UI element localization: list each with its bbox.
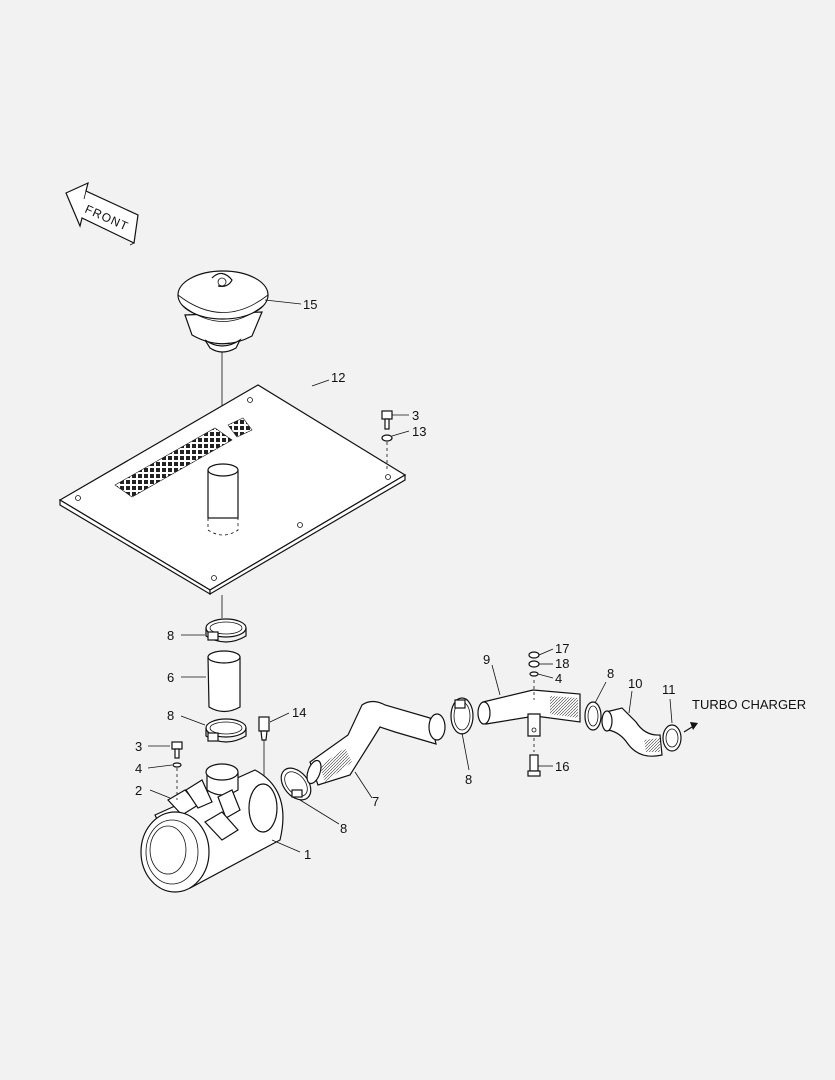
callout-16: 16 (555, 759, 569, 774)
callout-2: 2 (135, 783, 142, 798)
callout-15: 15 (303, 297, 317, 312)
callout-17: 17 (555, 641, 569, 656)
callout-8: 8 (607, 666, 614, 681)
callout-12: 12 (331, 370, 345, 385)
tube-9 (477, 689, 581, 737)
hose-clamp (450, 697, 474, 735)
leader-lines (147, 299, 673, 853)
hose-clamp (205, 718, 247, 743)
callout-8: 8 (465, 772, 472, 787)
hose-clamp (584, 701, 602, 731)
washer (172, 762, 182, 768)
hose-10 (601, 707, 663, 757)
bolt (381, 410, 393, 430)
precleaner-cap (177, 270, 269, 353)
turbo-arrow (683, 722, 698, 733)
washer (528, 660, 540, 668)
inlet-tube (207, 463, 239, 536)
callout-3: 3 (135, 739, 142, 754)
nut (528, 651, 540, 659)
bolt (527, 738, 541, 777)
washer (381, 434, 393, 442)
callout-10: 10 (628, 676, 642, 691)
arrow-icon (690, 722, 698, 730)
callout-labels: 15 12 3 13 8 6 8 14 3 4 2 1 8 7 8 9 17 1… (135, 297, 806, 862)
callout-9: 9 (483, 652, 490, 667)
callout-8: 8 (167, 628, 174, 643)
hose-clamp (662, 724, 682, 752)
callout-1: 1 (304, 847, 311, 862)
callout-18: 18 (555, 656, 569, 671)
hose-6 (207, 650, 241, 713)
callout-13: 13 (412, 424, 426, 439)
callout-6: 6 (167, 670, 174, 685)
hose-clamp (205, 618, 247, 643)
turbo-charger-label: TURBO CHARGER (692, 697, 806, 712)
washer (529, 671, 539, 677)
callout-4: 4 (555, 671, 562, 686)
service-indicator (258, 716, 270, 782)
front-arrow: FRONT (65, 181, 139, 246)
callout-8: 8 (167, 708, 174, 723)
bolt (171, 741, 183, 759)
callout-3: 3 (412, 408, 419, 423)
callout-7: 7 (372, 794, 379, 809)
callout-11: 11 (662, 682, 676, 697)
callout-14: 14 (292, 705, 306, 720)
air-cleaner-body (140, 763, 284, 893)
hose-7 (306, 700, 446, 786)
callout-4: 4 (135, 761, 142, 776)
callout-8: 8 (340, 821, 347, 836)
hose-clamp (280, 767, 312, 801)
